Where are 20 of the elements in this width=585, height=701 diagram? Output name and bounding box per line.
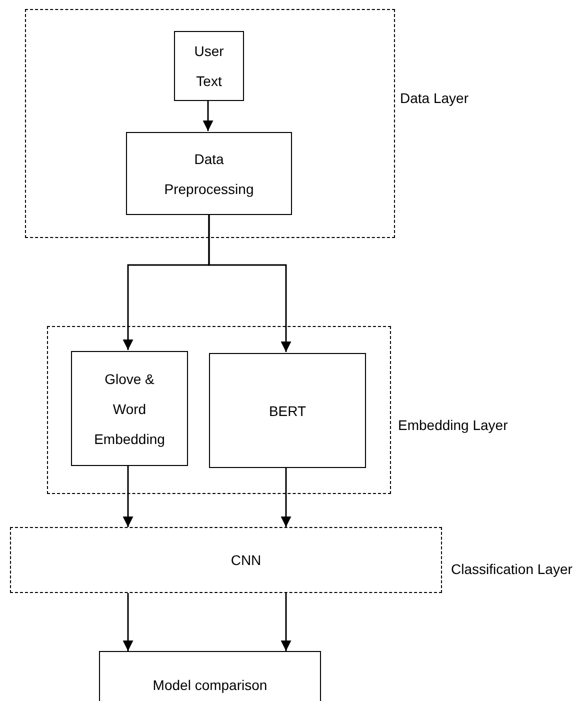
arrow (202, 100, 214, 131)
layer-label: Classification Layer (451, 560, 572, 578)
arrow (122, 465, 134, 527)
arrow (122, 593, 134, 651)
node-label: BERT (268, 402, 308, 420)
node-label: Glove & Word Embedding (93, 370, 166, 449)
node-label: CNN (230, 551, 262, 570)
node-label: Model comparison (152, 676, 268, 695)
process-box (126, 132, 292, 215)
layer-label: Data Layer (400, 89, 468, 107)
arrow (208, 214, 292, 352)
layer-label: Embedding Layer (398, 416, 508, 434)
process-box (209, 353, 366, 468)
process-box (99, 651, 321, 701)
process-box (71, 351, 188, 466)
node-label: Data Preprocessing (163, 150, 255, 199)
node-label: User Text (193, 42, 225, 91)
process-box (174, 31, 244, 101)
arrow (280, 593, 292, 651)
arrow (280, 467, 292, 527)
